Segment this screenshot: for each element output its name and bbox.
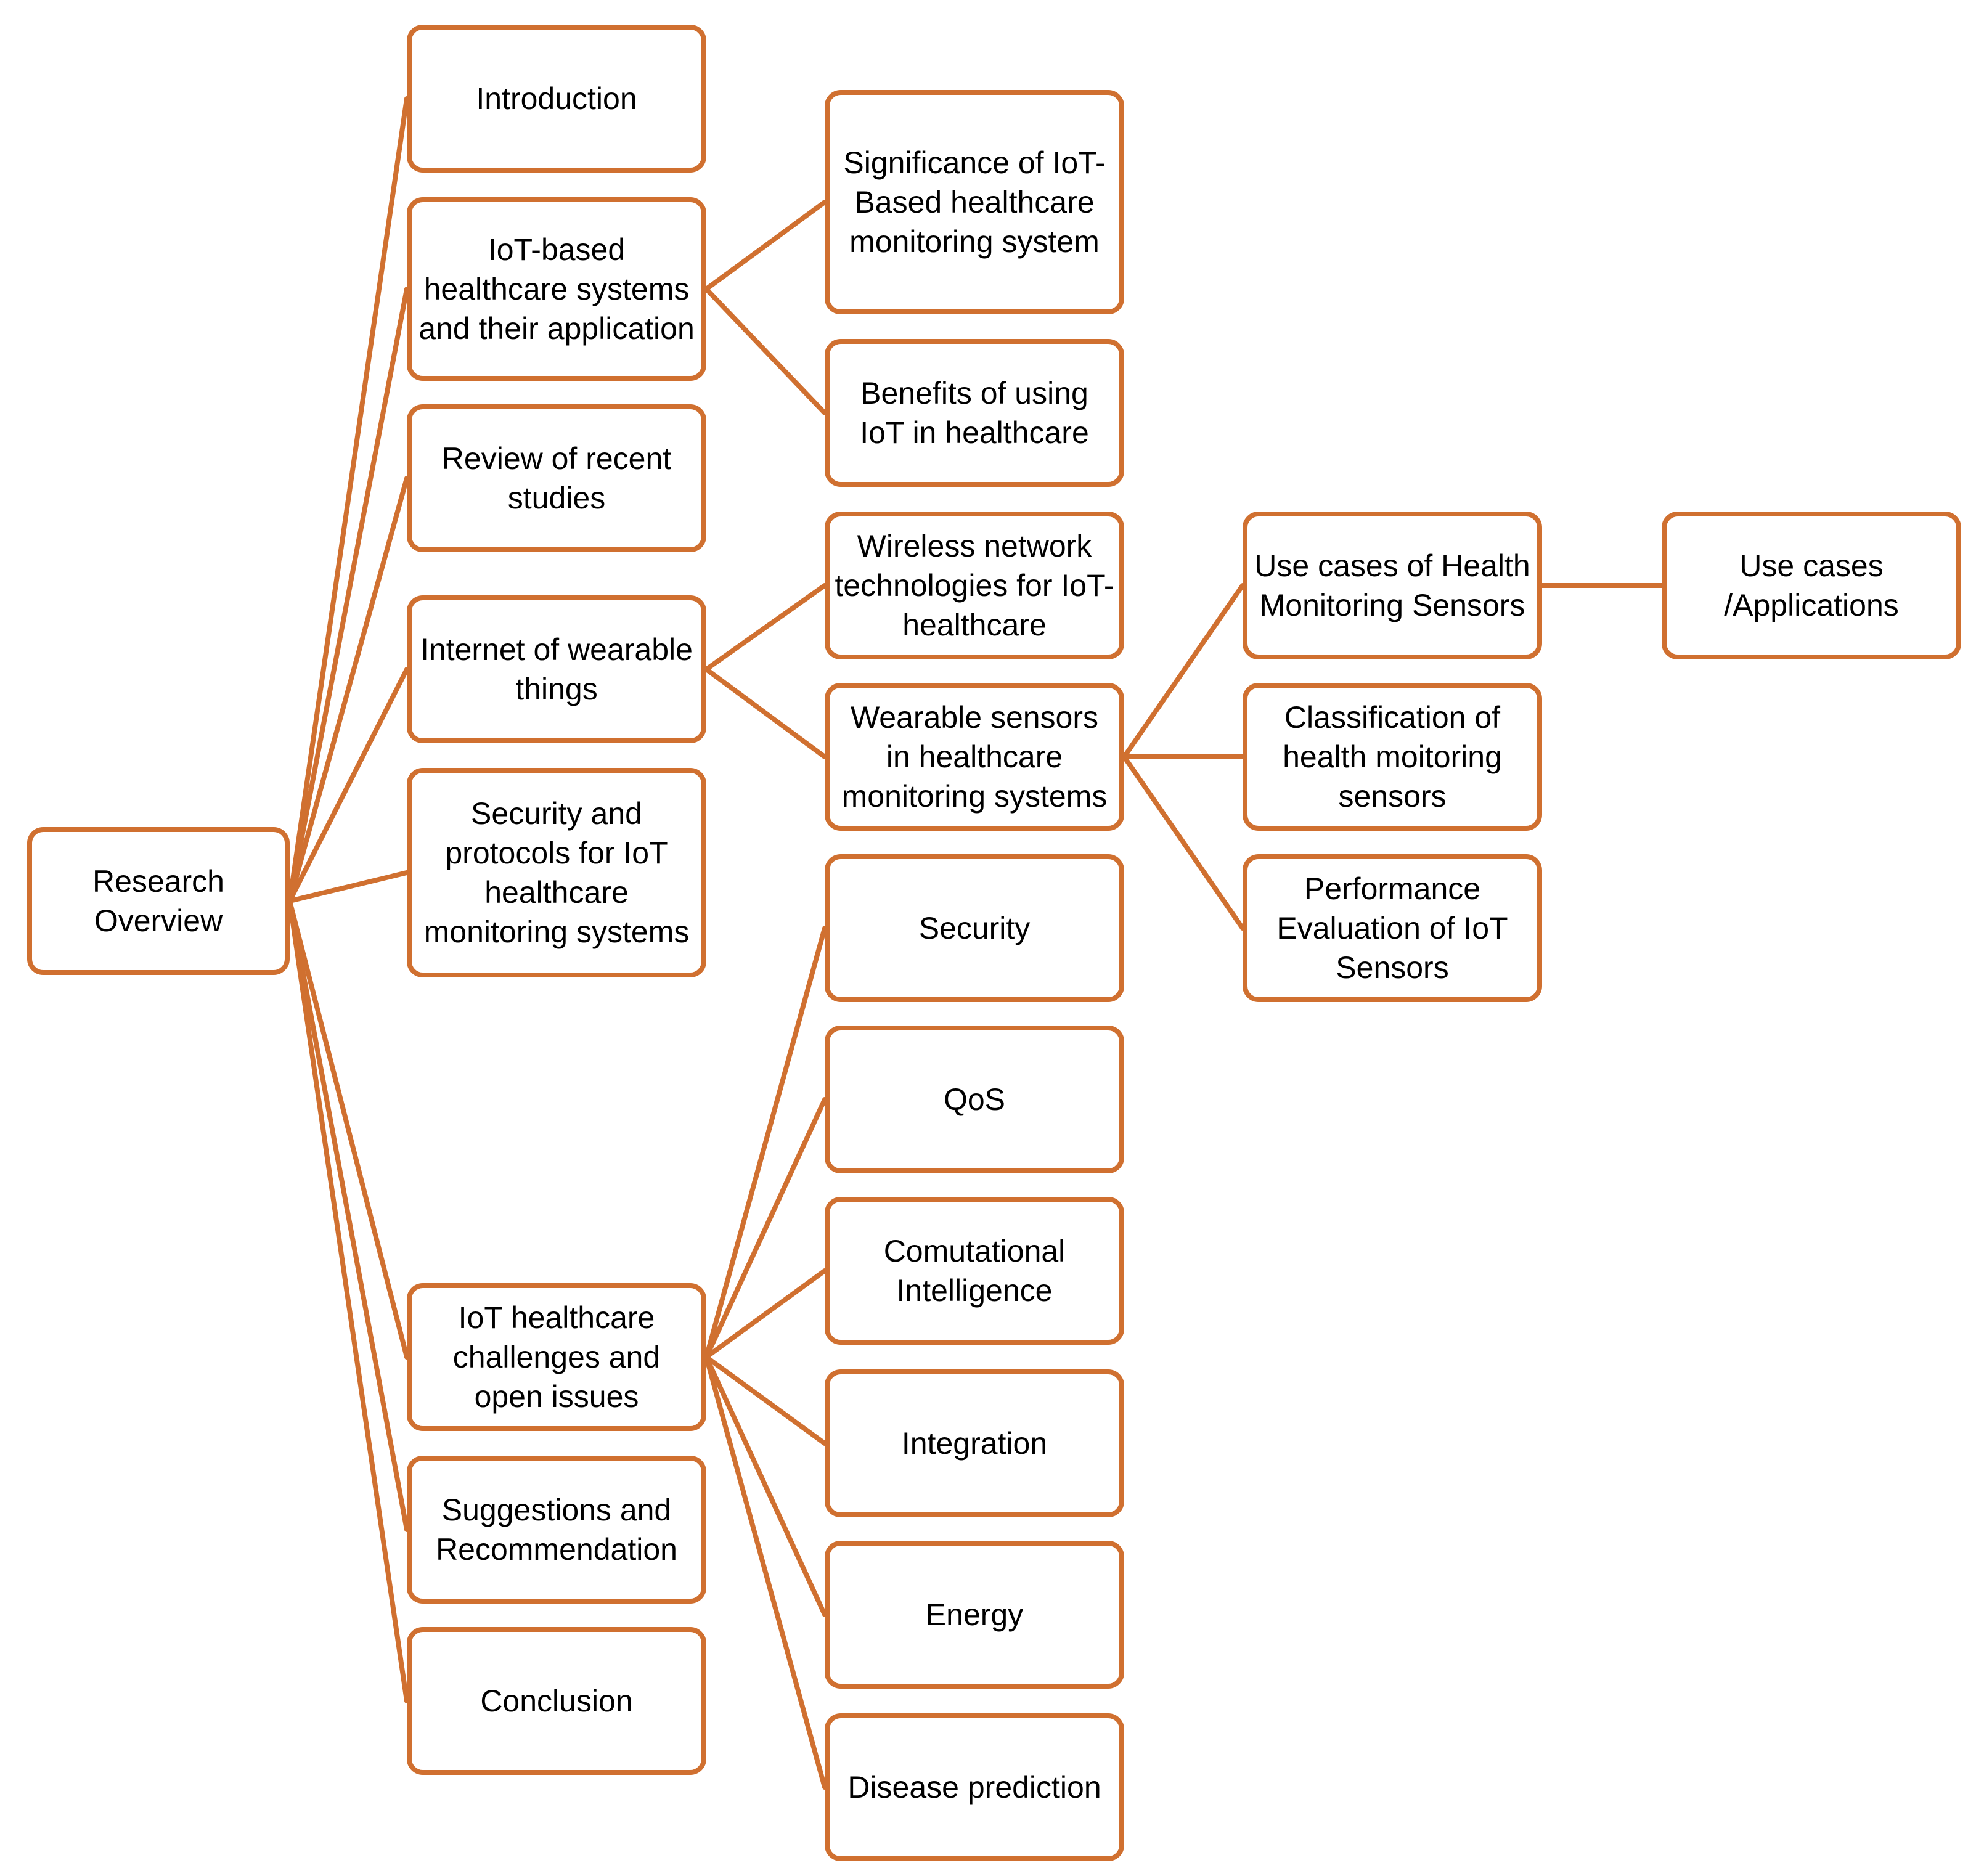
- node-challenges-and-open-issues: IoT healthcare challenges and open issue…: [407, 1283, 706, 1431]
- edge-wearable-performance: [1122, 754, 1245, 931]
- node-review-of-recent-studies: Review of recent studies: [407, 404, 706, 552]
- edge-iot-systems-benefits: [704, 287, 827, 415]
- edge-challenges-energy: [704, 1355, 827, 1617]
- node-label: Use cases of Health Monitoring Sensors: [1254, 549, 1530, 622]
- node-benefits-of-iot: Benefits of using IoT in healthcare: [825, 339, 1124, 487]
- node-label: Wearable sensors in healthcare monitorin…: [841, 700, 1108, 814]
- node-suggestions-and-recommendation: Suggestions and Recommendation: [407, 1456, 706, 1604]
- node-label: Comutational Intelligence: [883, 1234, 1066, 1308]
- edge-root-introduction: [287, 96, 409, 903]
- node-label: Wireless network technologies for IoT-he…: [835, 529, 1114, 642]
- edge-root-challenges: [287, 899, 409, 1360]
- node-use-cases-applications: Use cases /Applications: [1662, 512, 1961, 659]
- node-energy: Energy: [825, 1541, 1124, 1689]
- node-label: IoT-based healthcare systems and their a…: [418, 232, 695, 346]
- edge-root-suggestions: [287, 899, 409, 1532]
- node-significance-of-iot: Significance of IoT-Based healthcare mon…: [825, 90, 1124, 314]
- edge-challenges-disease: [704, 1355, 827, 1790]
- node-security: Security: [825, 854, 1124, 1002]
- node-label: Security and protocols for IoT healthcar…: [423, 796, 690, 949]
- node-wireless-network-technologies: Wireless network technologies for IoT-he…: [825, 512, 1124, 659]
- node-label: Classification of health moitoring senso…: [1283, 700, 1502, 814]
- node-label: IoT healthcare challenges and open issue…: [452, 1300, 661, 1414]
- node-label: QoS: [943, 1082, 1006, 1117]
- edge-root-iot-systems: [287, 287, 409, 903]
- node-label: Conclusion: [480, 1684, 633, 1718]
- node-classification-of-sensors: Classification of health moitoring senso…: [1243, 683, 1542, 831]
- edge-wearable-use-cases: [1122, 583, 1245, 759]
- node-iot-based-healthcare-systems: IoT-based healthcare systems and their a…: [407, 197, 706, 381]
- node-label: Disease prediction: [847, 1770, 1101, 1805]
- node-integration: Integration: [825, 1369, 1124, 1517]
- edge-challenges-security: [704, 926, 827, 1360]
- edge-challenges-computational: [704, 1268, 827, 1360]
- node-label: Performance Evaluation of IoT Sensors: [1276, 871, 1508, 985]
- node-label: Integration: [901, 1426, 1048, 1461]
- node-wearable-sensors: Wearable sensors in healthcare monitorin…: [825, 683, 1124, 831]
- node-qos: QoS: [825, 1026, 1124, 1173]
- node-security-and-protocols: Security and protocols for IoT healthcar…: [407, 768, 706, 977]
- node-performance-evaluation: Performance Evaluation of IoT Sensors: [1243, 854, 1542, 1002]
- edge-root-review: [287, 476, 409, 903]
- edge-challenges-integration: [704, 1355, 827, 1446]
- node-disease-prediction: Disease prediction: [825, 1713, 1124, 1861]
- edge-iot-systems-significance: [704, 200, 827, 292]
- edge-challenges-qos: [704, 1097, 827, 1360]
- node-label: Significance of IoT-Based healthcare mon…: [843, 145, 1106, 259]
- node-label: Suggestions and Recommendation: [436, 1493, 677, 1567]
- edge-root-conclusion: [287, 899, 409, 1703]
- node-use-cases-of-health-monitoring-sensors: Use cases of Health Monitoring Sensors: [1243, 512, 1542, 659]
- node-research-overview: Research Overview: [27, 827, 290, 975]
- edge-root-iowt: [287, 667, 409, 903]
- node-introduction: Introduction: [407, 25, 706, 173]
- node-label: Internet of wearable things: [420, 632, 693, 706]
- edge-iowt-wearable: [704, 667, 827, 759]
- node-label: Energy: [925, 1597, 1024, 1632]
- node-conclusion: Conclusion: [407, 1627, 706, 1775]
- node-label: Introduction: [476, 81, 637, 116]
- edge-iowt-wireless: [704, 583, 827, 672]
- node-label: Benefits of using IoT in healthcare: [860, 376, 1089, 450]
- node-label: Security: [918, 911, 1031, 945]
- node-label: Use cases /Applications: [1724, 549, 1899, 622]
- node-computational-intelligence: Comutational Intelligence: [825, 1197, 1124, 1345]
- node-label: Research Overview: [92, 864, 224, 938]
- node-internet-of-wearable-things: Internet of wearable things: [407, 595, 706, 743]
- edge-root-security-protocols: [287, 870, 409, 903]
- node-label: Review of recent studies: [441, 441, 672, 515]
